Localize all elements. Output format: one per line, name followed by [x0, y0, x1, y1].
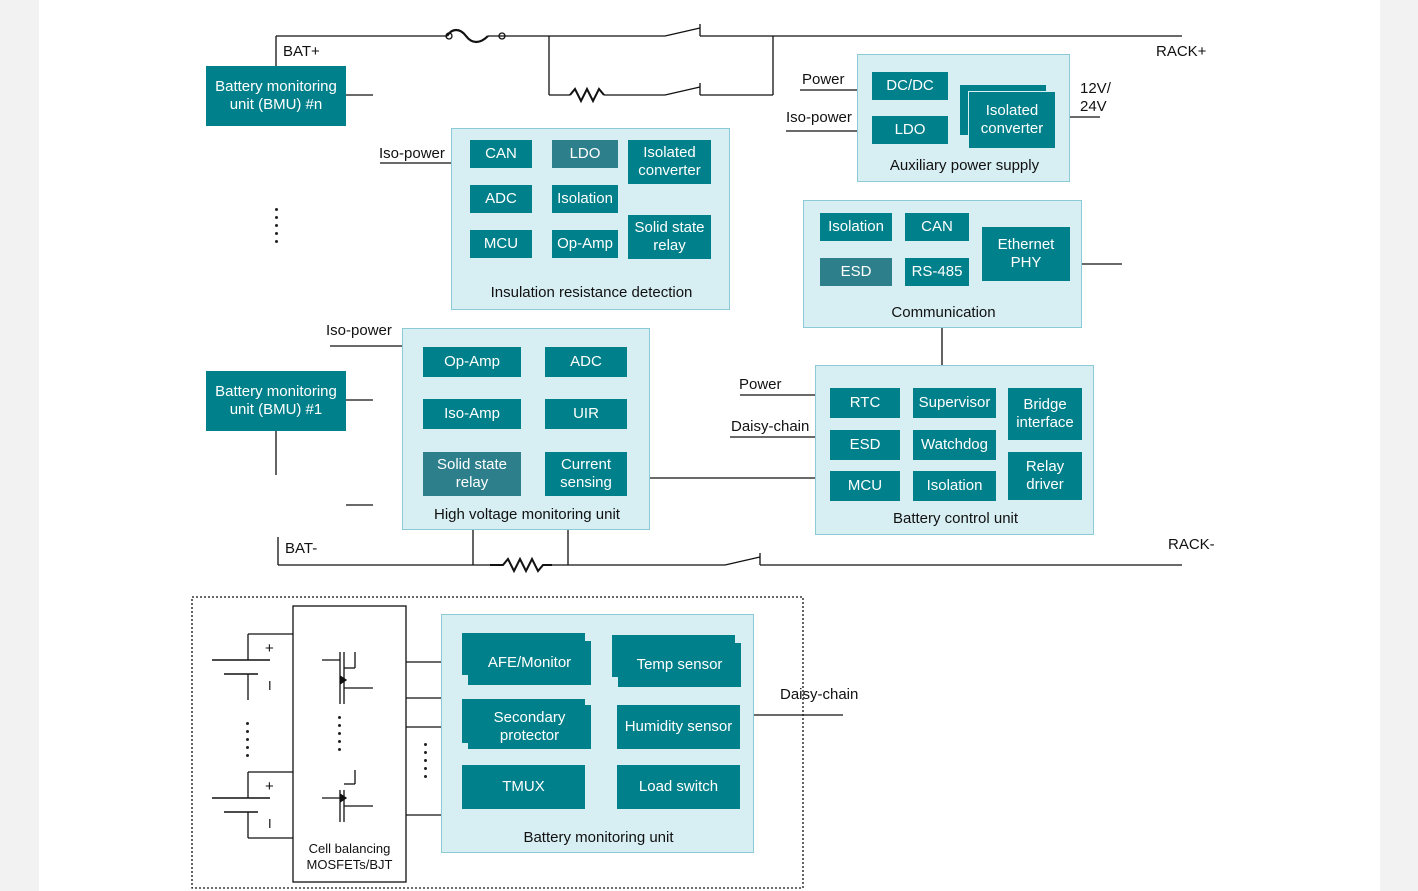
- ins-ssr-block: Solid state relay: [628, 215, 711, 259]
- shunt-resistor: [490, 556, 552, 574]
- ins-ldo-block: LDO: [552, 140, 618, 168]
- bmu-n-block: Battery monitoring unit (BMU) #n: [206, 66, 346, 126]
- fuse-terminal-left: [445, 32, 453, 40]
- communication-panel: Isolation CAN Ethernet PHY ESD RS-485 Co…: [803, 200, 1082, 328]
- aux-ldo-block: LDO: [872, 116, 948, 144]
- ins-mcu-block: MCU: [470, 230, 532, 258]
- hv-ssr-block: Solid state relay: [423, 452, 521, 496]
- hv-panel: Op-Amp ADC Iso-Amp UIR Solid state relay…: [402, 328, 650, 530]
- bmu-temp-sensor-block: Temp sensor: [618, 643, 741, 687]
- bat-plus-label: BAT+: [283, 43, 320, 60]
- aux-iso-power-label: Iso-power: [786, 109, 852, 126]
- fuse-symbol: [446, 28, 489, 44]
- bmu-dashed-box: [191, 596, 804, 889]
- bcu-bridge-interface-block: Bridge interface: [1008, 388, 1082, 440]
- bat-minus-label: BAT-: [285, 540, 318, 557]
- comm-rs485-block: RS-485: [905, 258, 969, 286]
- bmu-panel: AFE/Monitor Temp sensor Secondary protec…: [441, 614, 754, 853]
- bmu-humidity-sensor-block: Humidity sensor: [617, 705, 740, 749]
- ins-adc-block: ADC: [470, 185, 532, 213]
- precharge-switch: [664, 86, 701, 96]
- precharge-resistor: [569, 86, 605, 104]
- bcu-isolation-block: Isolation: [913, 471, 996, 501]
- aux-dcdc-block: DC/DC: [872, 72, 948, 100]
- insulation-iso-power-label: Iso-power: [379, 145, 445, 162]
- insulation-title: Insulation resistance detection: [490, 284, 693, 301]
- comm-can-block: CAN: [905, 213, 969, 241]
- bcu-rtc-block: RTC: [830, 388, 900, 418]
- hv-adc-block: ADC: [545, 347, 627, 377]
- aux-panel: DC/DC LDO Isolated converter Auxiliary p…: [857, 54, 1070, 182]
- aux-power-label: Power: [802, 71, 845, 88]
- aux-output-label: 12V/ 24V: [1080, 80, 1111, 115]
- hv-op-amp-block: Op-Amp: [423, 347, 521, 377]
- insulation-panel: CAN LDO Isolated converter ADC Isolation…: [451, 128, 730, 310]
- cell-top-minus: I: [268, 678, 272, 693]
- bcu-relay-driver-block: Relay driver: [1008, 452, 1082, 500]
- bcu-mcu-block: MCU: [830, 471, 900, 501]
- bmu-tmux-block: TMUX: [462, 765, 585, 809]
- aux-isolated-converter-block: Isolated converter: [968, 91, 1056, 149]
- ins-isolated-converter-block: Isolated converter: [628, 140, 711, 184]
- bmu-1-block: Battery monitoring unit (BMU) #1: [206, 371, 346, 431]
- bmu-daisy-chain-label: Daisy-chain: [780, 686, 859, 703]
- hv-iso-power-label: Iso-power: [326, 322, 392, 339]
- bcu-watchdog-block: Watchdog: [913, 430, 996, 460]
- aux-title: Auxiliary power supply: [889, 157, 1040, 174]
- bmu-secondary-protector-block: Secondary protector: [468, 705, 591, 749]
- comm-esd-block: ESD: [820, 258, 892, 286]
- main-contactor: [664, 27, 701, 37]
- ellipsis-bmu-dots: [275, 208, 278, 248]
- ins-isolation-block: Isolation: [552, 185, 618, 213]
- ellipsis-mosfet-dots: [338, 716, 341, 756]
- hv-uir-block: UIR: [545, 399, 627, 429]
- cell-bottom-plus: +: [265, 778, 274, 795]
- hv-current-sensing-block: Current sensing: [545, 452, 627, 496]
- hv-iso-amp-block: Iso-Amp: [423, 399, 521, 429]
- cell-bottom-minus: I: [268, 816, 272, 831]
- bcu-daisy-chain-label: Daisy-chain: [731, 418, 810, 435]
- ins-can-block: CAN: [470, 140, 532, 168]
- bmu-title: Battery monitoring unit: [523, 829, 674, 846]
- ellipsis-cells-dots: [246, 722, 249, 762]
- mosfet-bottom: [322, 770, 373, 822]
- cell-balancing-box: [292, 605, 407, 883]
- communication-title: Communication: [891, 304, 996, 321]
- bcu-power-label: Power: [739, 376, 782, 393]
- comm-isolation-block: Isolation: [820, 213, 892, 241]
- bmu-load-switch-block: Load switch: [617, 765, 740, 809]
- comm-ethernet-phy-block: Ethernet PHY: [982, 227, 1070, 281]
- ins-op-amp-block: Op-Amp: [552, 230, 618, 258]
- bcu-supervisor-block: Supervisor: [913, 388, 996, 418]
- cell-balancing-label: Cell balancing MOSFETs/BJT: [306, 841, 393, 872]
- rack-plus-label: RACK+: [1156, 43, 1207, 60]
- bcu-esd-block: ESD: [830, 430, 900, 460]
- cell-top-plus: +: [265, 640, 274, 657]
- bcu-panel: RTC Supervisor Bridge interface ESD Watc…: [815, 365, 1094, 535]
- bcu-title: Battery control unit: [892, 510, 1019, 527]
- bmu-afe-monitor-block: AFE/Monitor: [468, 641, 591, 685]
- ellipsis-links-dots: [424, 743, 427, 783]
- negative-contactor: [724, 556, 761, 566]
- hv-title: High voltage monitoring unit: [434, 506, 620, 523]
- rack-minus-label: RACK-: [1168, 536, 1215, 553]
- mosfet-top: [322, 652, 373, 704]
